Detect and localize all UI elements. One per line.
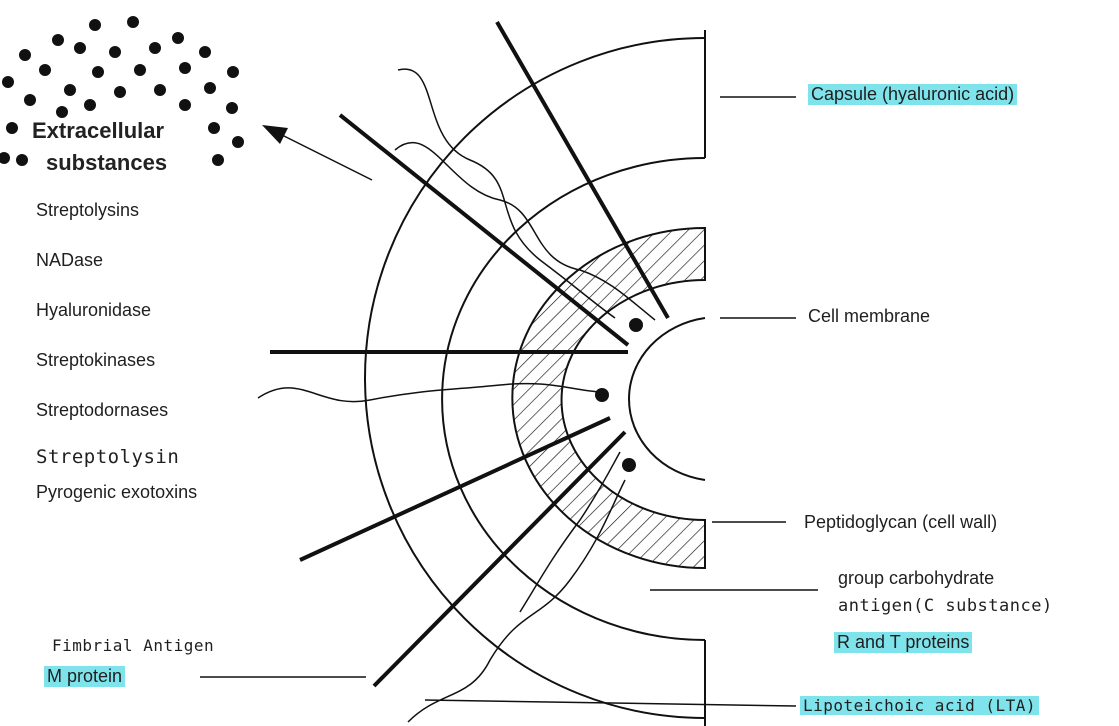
r-and-t-label: R and T proteins xyxy=(834,632,973,653)
extracellular-dots xyxy=(0,16,244,166)
membrane-dots xyxy=(595,318,643,472)
radial-lines xyxy=(270,20,670,688)
secretion-arrow-head xyxy=(262,125,288,144)
fimbriae xyxy=(257,68,656,723)
extracellular-title-line2: substances xyxy=(46,150,168,175)
extracellular-item: Streptolysin xyxy=(36,446,180,468)
group-carb-label-line2: antigen(C substance) xyxy=(838,596,1053,616)
group-carb-label-line1: group carbohydrate xyxy=(838,568,995,588)
capsule-outer-arc xyxy=(364,37,706,719)
cell-membrane-label: Cell membrane xyxy=(808,306,931,326)
extracellular-item: NADase xyxy=(36,250,104,270)
extracellular-item: Streptodornases xyxy=(36,400,169,420)
extracellular-item: Pyrogenic exotoxins xyxy=(36,482,198,502)
leader-lines xyxy=(200,96,818,707)
extracellular-title-line1: Extracellular xyxy=(32,118,165,143)
peptidoglycan-label: Peptidoglycan (cell wall) xyxy=(804,512,998,532)
extracellular-item: Hyaluronidase xyxy=(36,300,152,320)
lta-label: Lipoteichoic acid (LTA) xyxy=(800,696,1040,715)
fimbrial-label: Fimbrial Antigen xyxy=(52,636,215,655)
extracellular-item: Streptokinases xyxy=(36,350,156,370)
m-protein-label: M protein xyxy=(44,666,126,687)
cell-membrane-arc xyxy=(628,317,706,481)
capsule-label: Capsule (hyaluronic acid) xyxy=(808,84,1018,105)
peptidoglycan-wall xyxy=(511,226,706,570)
extracellular-item: Streptolysins xyxy=(36,200,140,220)
secretion-arrow xyxy=(277,132,373,181)
capsule-inner-arc xyxy=(441,157,706,641)
